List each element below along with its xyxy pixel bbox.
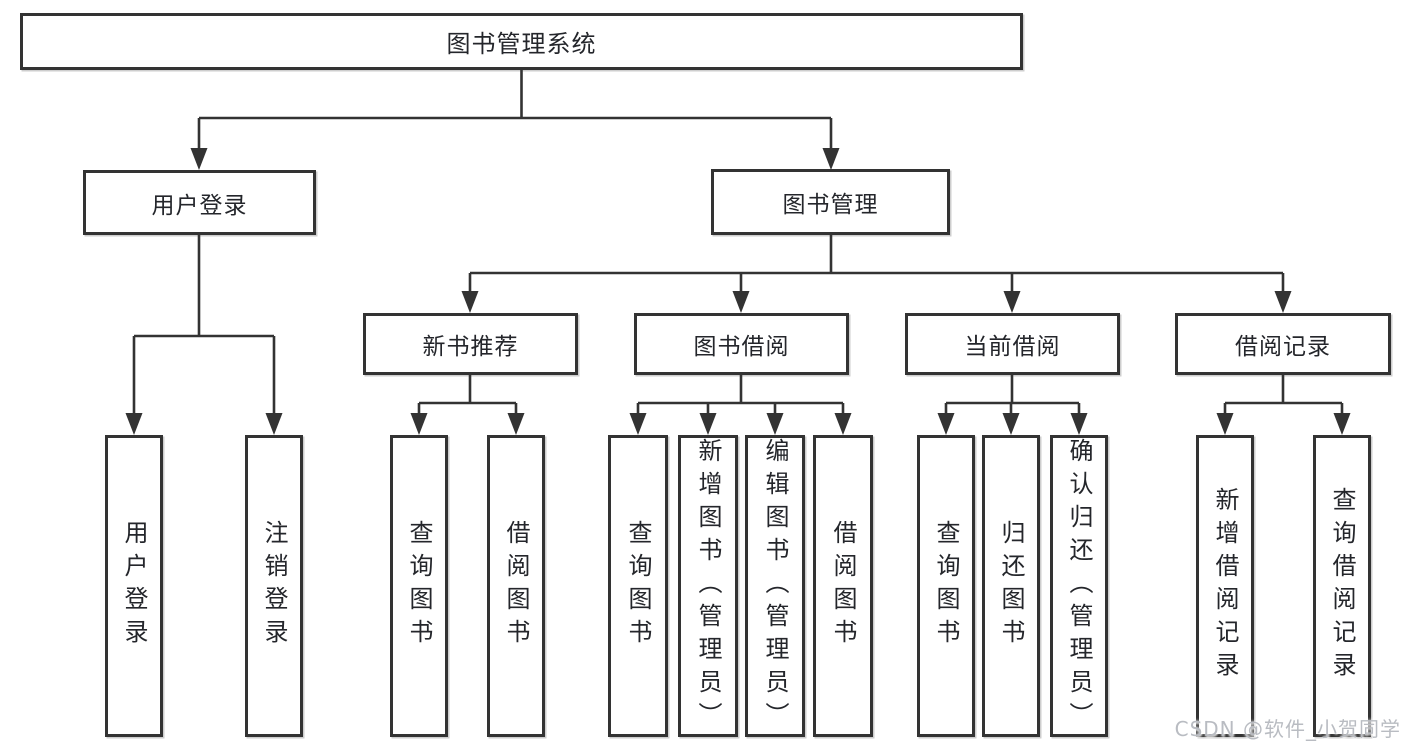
leaf-current-return-book-label: 归还图书 [997,520,1025,652]
connector-records-children [1216,375,1351,435]
leaf-current-query-book: 查询图书 [917,435,975,737]
node-current-borrow: 当前借阅 [905,313,1120,375]
leaf-current-confirm-return-admin: 确认归还（管理员） [1050,435,1108,737]
leaf-borrow-edit-book-admin: 编辑图书（管理员） [745,435,805,737]
node-borrow-records: 借阅记录 [1175,313,1391,375]
leaf-logout-label: 注销登录 [260,520,288,652]
node-borrow-records-label: 借阅记录 [1235,334,1331,360]
leaf-records-query-record: 查询借阅记录 [1313,435,1371,737]
connector-book-management-children [461,235,1292,313]
node-new-book-recommend: 新书推荐 [363,313,578,375]
leaf-user-login: 用户登录 [105,435,163,737]
leaf-recommend-query-book-label: 查询图书 [405,520,433,652]
leaf-borrow-borrow-book: 借阅图书 [813,435,873,737]
connector-borrow-children [629,375,852,435]
connector-user-login-children [125,235,283,435]
node-book-borrow-label: 图书借阅 [693,334,790,360]
leaf-borrow-query-book-label: 查询图书 [624,520,652,652]
leaf-recommend-borrow-book: 借阅图书 [487,435,545,737]
node-user-login: 用户登录 [83,170,316,235]
csdn-watermark: CSDN @软件_小贺同学 [1174,717,1401,741]
leaf-recommend-query-book: 查询图书 [390,435,448,737]
node-book-management: 图书管理 [711,169,950,235]
leaf-records-add-record-label: 新增借阅记录 [1211,487,1239,685]
leaf-recommend-borrow-book-label: 借阅图书 [502,520,530,652]
node-library-management-system-label: 图书管理系统 [446,30,597,58]
leaf-borrow-add-book-admin-label: 新增图书（管理员） [694,437,722,735]
leaf-current-query-book-label: 查询图书 [932,520,960,652]
leaf-borrow-add-book-admin: 新增图书（管理员） [678,435,738,737]
connector-root-to-level2 [190,70,840,170]
node-library-management-system: 图书管理系统 [20,13,1023,70]
leaf-borrow-edit-book-admin-label: 编辑图书（管理员） [761,437,789,735]
leaf-logout: 注销登录 [245,435,303,737]
connector-recommend-children [410,375,525,435]
leaf-user-login-label: 用户登录 [120,520,148,652]
node-new-book-recommend-label: 新书推荐 [422,334,519,360]
leaf-borrow-query-book: 查询图书 [608,435,668,737]
node-book-management-label: 图书管理 [782,192,879,218]
node-user-login-label: 用户登录 [151,192,248,219]
node-book-borrow: 图书借阅 [634,313,849,375]
leaf-current-return-book: 归还图书 [982,435,1040,737]
leaf-borrow-borrow-book-label: 借阅图书 [829,520,857,652]
leaf-records-add-record: 新增借阅记录 [1196,435,1254,737]
leaf-records-query-record-label: 查询借阅记录 [1328,487,1356,685]
leaf-current-confirm-return-admin-label: 确认归还（管理员） [1065,437,1093,735]
node-current-borrow-label: 当前借阅 [964,334,1061,360]
connector-current-borrow-children [937,375,1088,435]
